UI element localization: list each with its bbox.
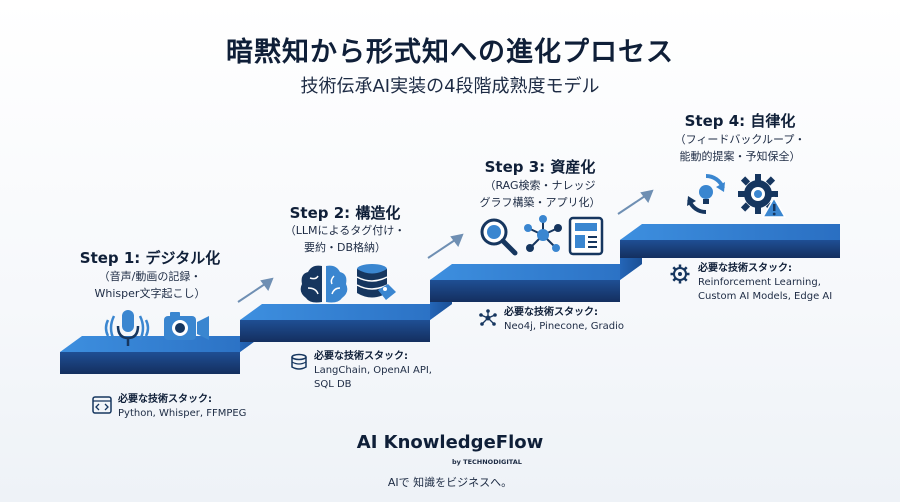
step-2-desc-line2: 要約・DB格納） <box>303 241 387 254</box>
step-2-stack: 必要な技術スタック: LangChain, OpenAI API, SQL DB <box>314 350 432 392</box>
gear-icon <box>670 264 690 284</box>
arrow-1-to-2 <box>237 281 269 303</box>
feedback-loop-icon <box>687 173 725 215</box>
step-4-title: Step 4: 自律化 <box>684 112 796 130</box>
microphone-icon <box>104 310 150 346</box>
step-3-stack-heading: 必要な技術スタック: <box>504 307 598 318</box>
network-graph-icon <box>524 215 562 252</box>
step-3-desc-line1: （RAG検索・ナレッジ <box>484 179 596 192</box>
sound-wave-icon <box>104 315 116 341</box>
stair-4-front <box>620 240 840 258</box>
page-subtitle: 技術伝承AI実装の4段階成熟度モデル <box>300 76 600 97</box>
stair-2-top <box>240 304 452 320</box>
stair-2-front <box>240 320 430 342</box>
step-2-stack-line1: LangChain, OpenAI API, <box>314 365 432 376</box>
code-icon <box>92 396 112 414</box>
step-1-desc-line2: Whisper文字起こし） <box>94 287 206 300</box>
step-4-stack: 必要な技術スタック: Reinforcement Learning, Custo… <box>698 262 832 304</box>
stair-1-top <box>60 336 262 352</box>
step-4-stack-line1: Reinforcement Learning, <box>698 277 821 288</box>
step-3-stack-line1: Neo4j, Pinecone, Gradio <box>504 321 625 332</box>
step-4-desc-line1: （フィードバックループ・ <box>674 133 806 146</box>
video-camera-icon <box>164 312 209 340</box>
progress-arrows <box>237 189 654 303</box>
step-1-desc-line1: （音声/動画の記録・ <box>98 270 202 283</box>
step-1-stack-heading: 必要な技術スタック: <box>118 394 212 405</box>
tag-icon <box>378 284 396 300</box>
brand-tagline: AIで 知識をビジネスへ。 <box>387 476 513 489</box>
network-icon <box>479 309 497 326</box>
step-2-desc-line1: （LLMによるタグ付け・ <box>284 224 406 237</box>
database-icon <box>291 353 307 370</box>
stair-4-top <box>620 224 840 240</box>
step-3-stack: 必要な技術スタック: Neo4j, Pinecone, Gradio <box>504 306 624 334</box>
brand-byline: by TECHNODIGITAL <box>452 458 522 466</box>
step-3-desc-line2: グラフ構築・アプリ化） <box>479 196 601 209</box>
app-window-icon <box>568 216 604 256</box>
step-1-stack: 必要な技術スタック: Python, Whisper, FFMPEG <box>118 393 246 421</box>
stair-3-top <box>430 264 642 280</box>
gear-warning-icon <box>738 174 786 218</box>
step-4-stack-heading: 必要な技術スタック: <box>698 263 792 274</box>
step-4-stack-line2: Custom AI Models, Edge AI <box>698 291 833 302</box>
step-1-stack-line1: Python, Whisper, FFMPEG <box>118 408 247 419</box>
database-icon <box>356 264 396 300</box>
step-2-title: Step 2: 構造化 <box>289 204 401 222</box>
step-1-title: Step 1: デジタル化 <box>79 249 221 267</box>
step-2-stack-line2: SQL DB <box>314 379 352 390</box>
step-2-stack-heading: 必要な技術スタック: <box>314 351 408 362</box>
step-3-title: Step 3: 資産化 <box>484 158 596 176</box>
stair-3-front <box>430 280 620 302</box>
stair-1-front <box>60 352 240 374</box>
brain-icon <box>300 265 348 303</box>
page-title: 暗黙知から形式知への進化プロセス <box>226 37 674 68</box>
brand-name: AI KnowledgeFlow <box>356 432 544 453</box>
step-4-desc-line2: 能動的提案・予知保全） <box>679 150 801 163</box>
arrow-3-to-4 <box>617 193 649 215</box>
arrow-2-to-3 <box>427 237 459 259</box>
search-icon <box>480 218 518 256</box>
